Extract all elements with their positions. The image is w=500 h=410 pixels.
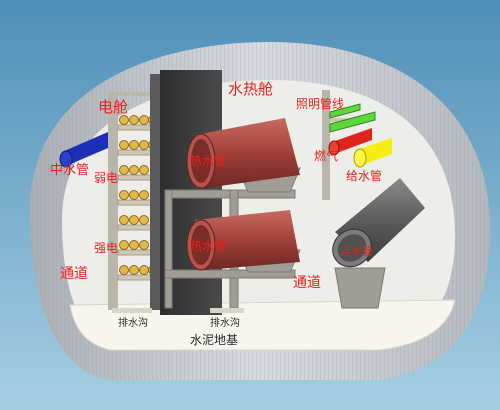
label-drain-left: 排水沟 xyxy=(118,316,148,329)
cable-row-3 xyxy=(119,165,149,175)
label-middle-water-pipe: 中水管 xyxy=(50,163,89,178)
label-cement-base: 水泥地基 xyxy=(190,333,238,347)
cable-rack xyxy=(108,92,160,310)
label-power-cabin: 电舱 xyxy=(98,98,128,116)
hot-water-pipe-upper xyxy=(186,118,300,189)
cable-row-5 xyxy=(119,215,149,225)
sewage-pipe xyxy=(332,178,425,268)
sewage-pipe-support xyxy=(334,267,386,309)
label-weak-current: 弱电 xyxy=(94,171,118,185)
label-strong-current: 强电 xyxy=(94,241,118,255)
label-passage-left: 通道 xyxy=(60,266,88,282)
label-sewage-pipe: 污水管 xyxy=(340,244,373,258)
water-supply-pipe xyxy=(353,138,392,168)
lighting-pipes xyxy=(329,103,376,133)
label-hot-water-pipe-upper: 热水管 xyxy=(190,153,226,168)
middle-water-pipe xyxy=(59,132,108,168)
label-drain-right: 排水沟 xyxy=(210,316,240,329)
label-hydro-thermal-cabin: 水热舱 xyxy=(228,80,273,98)
cable-row-4 xyxy=(119,190,149,200)
drain-channels xyxy=(112,308,244,313)
label-passage-right: 通道 xyxy=(293,275,321,291)
label-hot-water-pipe-lower: 热水管 xyxy=(190,238,226,253)
label-lighting-pipe: 照明管线 xyxy=(296,96,344,111)
label-gas: 燃气 xyxy=(314,148,338,163)
hot-water-pipe-lower xyxy=(186,210,300,271)
gas-pipe xyxy=(328,128,372,156)
cable-row-6 xyxy=(119,240,149,250)
label-water-supply-pipe: 给水管 xyxy=(346,168,382,183)
